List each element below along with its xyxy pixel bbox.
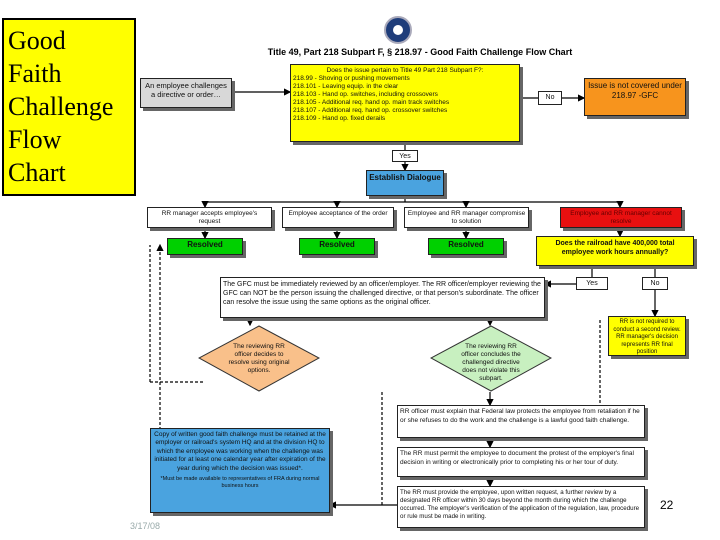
outcome-compromise: Employee and RR manager compromise to so… xyxy=(404,207,529,228)
yes-label: Yes xyxy=(576,277,608,290)
title-49-question: Does the issue pertain to Title 49 Part … xyxy=(326,67,484,74)
diamond-shape xyxy=(430,325,552,392)
outcome-employee-accepts: Employee acceptance of the order xyxy=(282,207,394,228)
title-49-item: 218.103 - Hand op. switches, including c… xyxy=(293,91,438,98)
diamond-text: The reviewing RR officer concludes the c… xyxy=(461,343,521,382)
permit-document-box: The RR must permit the employee to docum… xyxy=(397,447,645,477)
resolved-badge: Resolved xyxy=(299,238,375,255)
title-line: Chart xyxy=(8,158,66,187)
no-label: No xyxy=(538,91,562,105)
title-line: Good xyxy=(8,26,66,55)
yes-label: Yes xyxy=(392,150,418,162)
further-review-box: The RR must provide the employee, upon w… xyxy=(397,486,645,528)
resolved-badge: Resolved xyxy=(167,238,243,255)
title-49-item: 218.109 - Hand op. fixed derails xyxy=(293,115,386,122)
copy-footnote: *Must be made available to representativ… xyxy=(160,476,320,489)
outcome-manager-accepts: RR manager accepts employee's request xyxy=(147,207,272,228)
title-line: Flow xyxy=(8,125,62,154)
diamond-text: The reviewing RR officer decides to reso… xyxy=(228,343,290,374)
title-line: Challenge xyxy=(8,92,114,121)
title-49-item: 218.107 - Additional req. hand op. cross… xyxy=(293,107,448,114)
title-49-question-box: Does the issue pertain to Title 49 Part … xyxy=(290,64,520,142)
title-line: Faith xyxy=(8,59,62,88)
copy-retained-text: Copy of written good faith challenge mus… xyxy=(154,431,326,472)
title-49-item: 218.101 - Leaving equip. in the clear xyxy=(293,83,399,90)
copy-retained-box: Copy of written good faith challenge mus… xyxy=(150,428,330,513)
not-covered-box: Issue is not covered under 218.97 -GFC xyxy=(584,78,686,116)
establish-dialogue-box: Establish Dialogue xyxy=(366,170,444,196)
chart-title: Title 49, Part 218 Subpart F, § 218.97 -… xyxy=(267,47,573,57)
no-label: No xyxy=(642,277,668,290)
explain-law-box: RR officer must explain that Federal law… xyxy=(397,405,645,438)
start-box: An employee challenges a directive or or… xyxy=(140,78,232,108)
resolved-badge: Resolved xyxy=(428,238,504,255)
diamond-not-violate: The reviewing RR officer concludes the c… xyxy=(430,325,552,392)
title-49-item: 218.99 - Shoving or pushing movements xyxy=(293,75,410,82)
gfc-review-box: The GFC must be immediately reviewed by … xyxy=(220,277,545,318)
page-number: 22 xyxy=(660,498,674,512)
work-hours-question-box: Does the railroad have 400,000 total emp… xyxy=(536,236,694,266)
title-49-item: 218.105 - Additional req. hand op. main … xyxy=(293,99,450,106)
slide-date: 3/17/08 xyxy=(130,521,161,531)
dot-seal-logo xyxy=(384,16,412,44)
outcome-cannot-resolve: Employee and RR manager cannot resolve xyxy=(560,207,682,228)
diamond-shape xyxy=(198,325,320,392)
not-required-box: RR is not required to conduct a second r… xyxy=(608,316,686,356)
slide-title: Good Faith Challenge Flow Chart xyxy=(2,18,136,196)
diamond-original-options: The reviewing RR officer decides to reso… xyxy=(198,325,320,392)
